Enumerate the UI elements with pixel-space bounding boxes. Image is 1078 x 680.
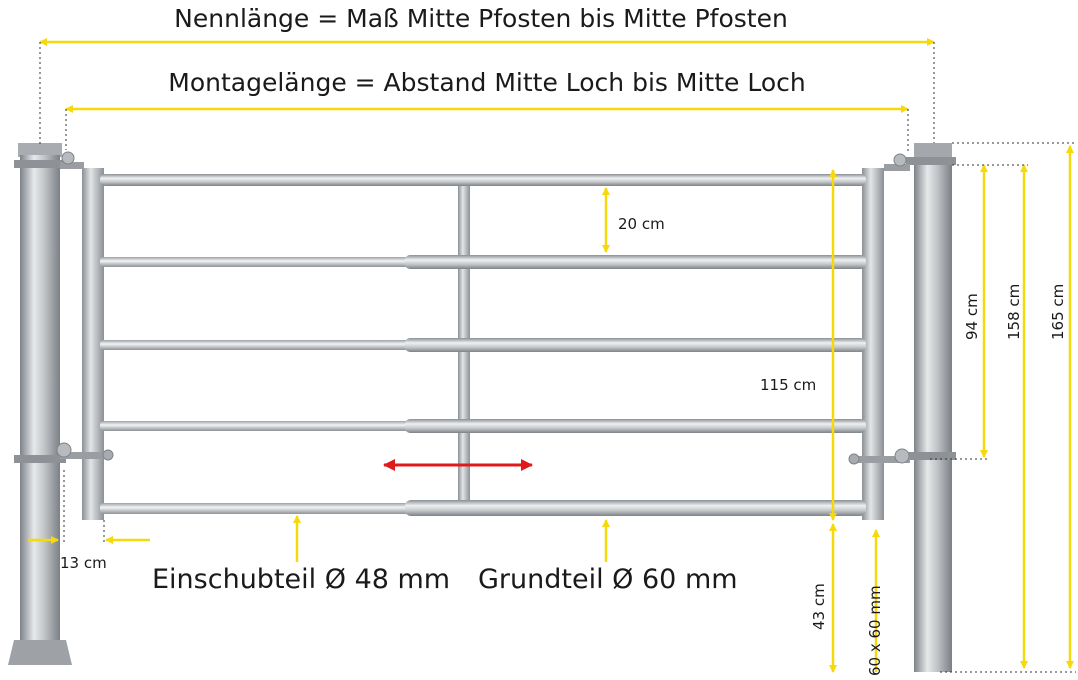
- gate-bar-2-base: [405, 255, 866, 269]
- gate-left-frame: [82, 168, 104, 520]
- gate-bar-5-insert: [100, 503, 410, 514]
- left-post-tube: [20, 155, 60, 653]
- gate: [56, 151, 910, 520]
- hinge-right-lower: [848, 448, 910, 465]
- gate-bar-3-base: [405, 338, 866, 352]
- gate-right-frame: [862, 168, 884, 520]
- label-insert-part: Einschubteil Ø 48 mm: [152, 564, 450, 595]
- gate-bar-2: [100, 255, 866, 269]
- label-165cm: 165 cm: [1049, 284, 1067, 340]
- left-post-cap: [18, 143, 62, 157]
- gate-bar-5-base: [405, 500, 866, 516]
- left-post-clamp-lower: [14, 455, 66, 463]
- dimension-lines: [28, 38, 1074, 673]
- gate-bar-1: [100, 174, 866, 186]
- right-post-cap: [914, 143, 952, 159]
- gate-bar-4-base: [405, 419, 866, 433]
- gate-bar-2-insert: [100, 257, 410, 267]
- label-gate-height: 115 cm: [760, 376, 816, 394]
- hinge-left-upper: [60, 151, 84, 169]
- hinge-left-lower: [56, 442, 114, 461]
- label-bar-spacing: 20 cm: [618, 215, 665, 233]
- gate-bar-4-insert: [100, 421, 410, 431]
- label-43cm: 43 cm: [810, 583, 828, 630]
- left-post-foot-plate: [8, 640, 72, 665]
- right-post-clamp-upper: [906, 157, 956, 165]
- label-base-part: Grundteil Ø 60 mm: [478, 564, 738, 595]
- label-158cm: 158 cm: [1005, 284, 1023, 340]
- right-post-clamp-lower: [906, 452, 956, 460]
- gate-bar-3: [100, 338, 866, 352]
- gate-bar-5: [100, 500, 866, 516]
- gate-bar-4: [100, 419, 866, 433]
- hinge-right-upper: [884, 153, 910, 171]
- left-post: [8, 143, 72, 665]
- label-94cm: 94 cm: [963, 293, 981, 340]
- label-13cm: 13 cm: [60, 554, 107, 572]
- right-post: [906, 143, 956, 672]
- right-post-tube: [914, 157, 952, 672]
- title-mounting-length: Montagelänge = Abstand Mitte Loch bis Mi…: [168, 68, 805, 97]
- guide-lines: [39, 42, 1076, 673]
- title-nominal-length: Nennlänge = Maß Mitte Pfosten bis Mitte …: [174, 4, 788, 33]
- left-post-clamp-upper: [14, 160, 66, 168]
- label-post-size: 60 x 60 mm: [866, 585, 884, 676]
- gate-bar-3-insert: [100, 340, 410, 350]
